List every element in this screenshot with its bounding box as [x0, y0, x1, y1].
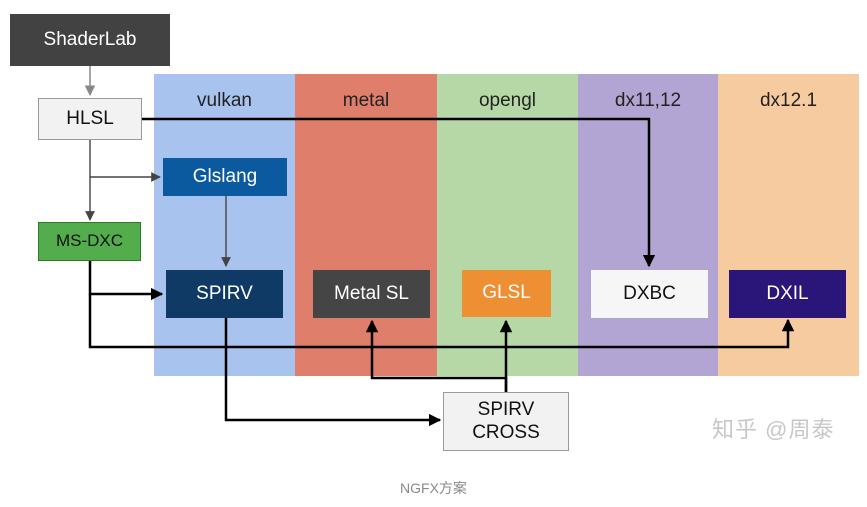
arrow-spirv-cross-to-metalsl [365, 319, 508, 392]
column-title-metal: metal [342, 90, 390, 111]
node-spirv-label: SPIRV [196, 282, 253, 304]
node-glsl-label: GLSL [482, 282, 531, 304]
node-spirv[interactable]: SPIRV [166, 270, 283, 318]
node-metal-sl-label: Metal SL [334, 282, 409, 304]
node-metal-sl[interactable]: Metal SL [313, 270, 430, 318]
column-title-opengl: opengl [478, 90, 537, 111]
node-hlsl-label: HLSL [66, 107, 114, 129]
column-title-dx12-1: dx12.1 [759, 90, 818, 111]
column-title-dx11-12: dx11,12 [614, 90, 682, 111]
node-ms-dxc-label: MS-DXC [55, 231, 124, 251]
node-dxil[interactable]: DXIL [729, 270, 846, 318]
arrow-hlsl-to-glslang [89, 140, 161, 182]
node-ms-dxc[interactable]: MS-DXC [38, 222, 141, 261]
arrow-msdxc-to-dxil [88, 294, 795, 349]
node-spirv-cross-label-line2: CROSS [472, 421, 540, 443]
node-dxbc-label: DXBC [623, 282, 676, 304]
node-shaderlab[interactable]: ShaderLab [10, 14, 170, 66]
node-glsl[interactable]: GLSL [462, 270, 551, 317]
node-glslang[interactable]: Glslang [163, 158, 287, 196]
node-hlsl[interactable]: HLSL [38, 98, 142, 140]
node-spirv-cross[interactable]: SPIRV CROSS [443, 392, 569, 451]
column-vulkan: vulkan [154, 74, 295, 376]
node-glslang-label: Glslang [192, 165, 258, 187]
node-spirv-cross-label-line1: SPIRV [477, 398, 535, 420]
node-dxbc[interactable]: DXBC [591, 270, 708, 318]
arrow-hlsl-to-dxbc [142, 117, 656, 268]
arrow-msdxc-to-spirv [88, 261, 164, 301]
watermark: 知乎 @周泰 [712, 417, 835, 442]
node-shaderlab-label: ShaderLab [43, 28, 137, 50]
arrow-spirv-to-spirv-cross [224, 318, 442, 427]
column-title-vulkan: vulkan [197, 90, 252, 111]
node-dxil-label: DXIL [766, 282, 809, 304]
figure-caption: NGFX方案 [400, 480, 467, 496]
